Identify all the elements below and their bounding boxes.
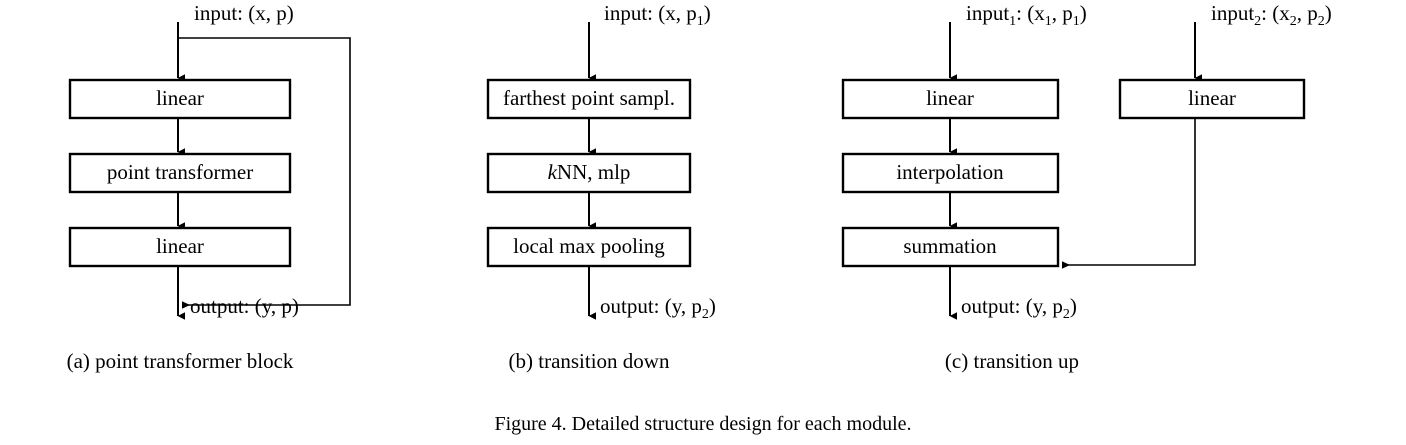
panel-b-output-label: output: (y, p2) <box>600 294 716 322</box>
panel-b-block-local-max-pooling[interactable] <box>486 226 692 268</box>
panel-c-caption: (c) transition up <box>945 349 1079 373</box>
panel-a-output-label: output: (y, p) <box>190 294 299 318</box>
panel-c-input1-label: input1: (x1, p1) <box>966 1 1087 29</box>
panel-c-block-linear-left[interactable] <box>841 78 1060 120</box>
panel-a-block-point-transformer-label: point transformer <box>107 160 253 184</box>
figure-caption: Figure 4. Detailed structure design for … <box>494 413 911 435</box>
panel-a-block-point-transformer[interactable] <box>68 152 292 194</box>
panel-c-block-linear-left-label: linear <box>926 86 974 110</box>
panel-c-block-linear-right-label: linear <box>1188 86 1236 110</box>
panel-b-caption: (b) transition down <box>509 349 670 373</box>
panel-c-block-summation-label: summation <box>903 234 997 258</box>
panel-b-block-local-max-pooling-label: local max pooling <box>513 234 665 258</box>
panel-a: linear point transformer linear input: (… <box>67 1 351 373</box>
panel-a-caption: (a) point transformer block <box>67 349 294 373</box>
panel-c-block-interpolation[interactable] <box>841 152 1060 194</box>
panel-b-block-farthest-point-sampling-label: farthest point sampl. <box>503 86 675 110</box>
panel-a-block-linear-1-label: linear <box>156 86 204 110</box>
panel-a-block-linear-1[interactable] <box>68 78 292 120</box>
panel-a-skip-connection <box>178 37 351 309</box>
panel-a-input-label: input: (x, p) <box>194 1 294 25</box>
panel-c-block-interpolation-label: interpolation <box>896 160 1004 184</box>
panel-c-block-linear-right[interactable] <box>1118 78 1306 120</box>
panel-c-merge-arrow <box>1062 118 1196 269</box>
panel-a-block-linear-2[interactable] <box>68 226 292 268</box>
panel-b-block-knn-mlp[interactable] <box>486 152 692 194</box>
panel-b: farthest point sampl. kNN, mlp local max… <box>486 1 716 373</box>
panel-a-block-linear-2-label: linear <box>156 234 204 258</box>
panel-c: linear linear interpolation summation in… <box>841 1 1332 373</box>
panel-b-block-knn-mlp-label: kNN, mlp <box>548 160 631 184</box>
panel-c-input2-label: input2: (x2, p2) <box>1211 1 1332 29</box>
panel-b-input-label: input: (x, p1) <box>604 1 711 29</box>
panel-c-output-label: output: (y, p2) <box>961 294 1077 322</box>
